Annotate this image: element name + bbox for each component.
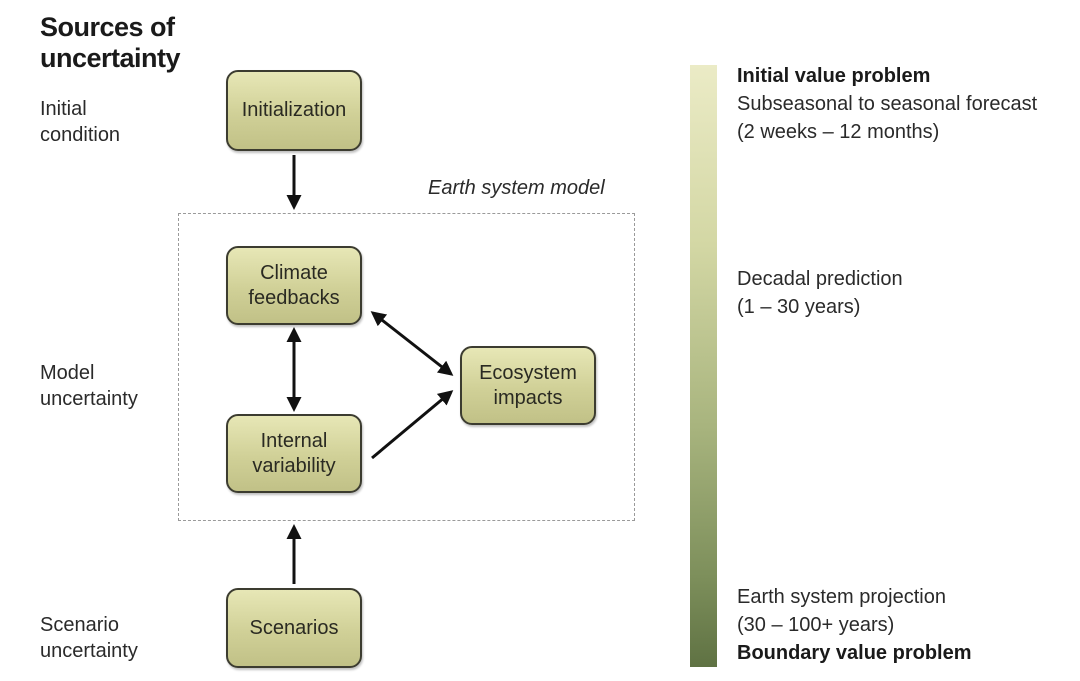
timeline-initial-value: Initial value problem Subseasonal to sea… xyxy=(737,62,1037,146)
ecosystem-impacts-box: Ecosystem impacts xyxy=(460,346,596,425)
subseasonal-range-label: (2 weeks – 12 months) xyxy=(737,121,940,143)
source-label-model-uncertainty: Model uncertainty xyxy=(40,362,138,410)
source-label-initial-condition: Initial condition xyxy=(40,98,121,146)
earth-system-model-label: Earth system model xyxy=(428,177,605,199)
earth-system-model-boundary xyxy=(178,213,635,521)
ecosystem-impacts-label: Ecosystem impacts xyxy=(479,361,577,409)
projection-range-label: (30 – 100+ years) xyxy=(737,614,895,636)
internal-variability-box: Internal variability xyxy=(226,414,362,493)
decadal-prediction-label: Decadal prediction xyxy=(737,268,903,290)
timescale-gradient-bar xyxy=(690,65,717,667)
earth-system-projection-label: Earth system projection xyxy=(737,586,946,608)
initial-value-problem-label: Initial value problem xyxy=(737,65,931,87)
timeline-boundary-value: Earth system projection (30 – 100+ years… xyxy=(737,583,972,667)
internal-variability-label: Internal variability xyxy=(252,429,336,477)
decadal-range-label: (1 – 30 years) xyxy=(737,296,861,318)
timeline-decadal: Decadal prediction (1 – 30 years) xyxy=(737,265,903,321)
climate-feedbacks-box: Climate feedbacks xyxy=(226,246,362,325)
diagram-heading: Sources of uncertainty xyxy=(40,12,181,73)
initialization-label: Initialization xyxy=(241,99,347,121)
boundary-value-problem-label: Boundary value problem xyxy=(737,642,972,664)
initialization-box: Initialization xyxy=(226,70,362,151)
subseasonal-forecast-label: Subseasonal to seasonal forecast xyxy=(737,93,1038,115)
source-label-scenario-uncertainty: Scenario uncertainty xyxy=(40,614,138,662)
scenarios-label: Scenarios xyxy=(249,616,339,639)
scenarios-box: Scenarios xyxy=(226,588,362,668)
climate-feedbacks-label: Climate feedbacks xyxy=(248,261,340,309)
